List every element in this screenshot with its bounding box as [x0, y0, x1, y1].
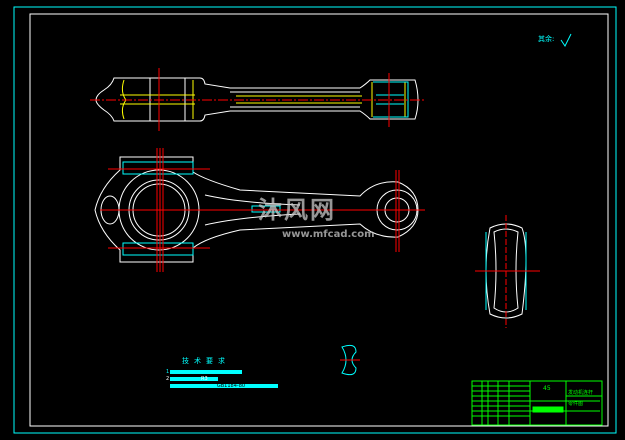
section-view — [340, 344, 360, 376]
outer-border — [13, 6, 617, 434]
requirement-line-1 — [170, 370, 242, 374]
top-view — [90, 68, 425, 131]
roughness-label: 其余: — [538, 35, 555, 43]
inner-border — [29, 13, 609, 427]
requirement-1: 1 — [166, 369, 170, 375]
watermark-url: www.mfcad.com — [282, 229, 375, 240]
side-view — [475, 215, 540, 328]
title-block — [471, 380, 603, 426]
drawing-name: 发动机连杆 — [568, 390, 594, 396]
requirement-2: 2 R3 — [166, 376, 208, 382]
drawing-subtitle: 零件图 — [568, 401, 584, 407]
requirement-line-3 — [170, 384, 278, 388]
requirement-3: 3 GB1184-80 — [166, 383, 246, 389]
technical-requirements-title: 技术要求 — [182, 357, 230, 365]
front-view — [94, 148, 425, 272]
material: 45 — [543, 385, 551, 392]
requirement-line-2 — [170, 377, 218, 381]
watermark-brand: 沐风网 — [258, 196, 336, 224]
roughness-symbol-icon — [560, 33, 572, 47]
